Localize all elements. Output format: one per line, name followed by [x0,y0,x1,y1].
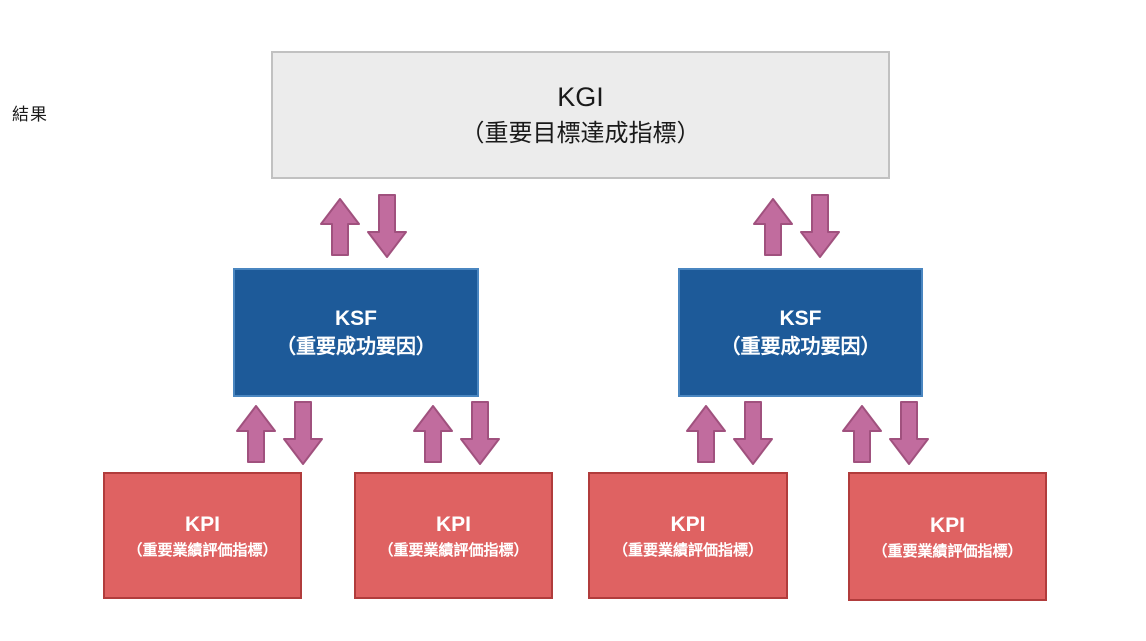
down-arrow-icon [889,401,929,465]
up-arrow-icon [413,405,453,463]
kpi-box: KPI （重要業績評価指標） [103,472,302,599]
ksf-title: KSF [335,306,377,330]
kpi-subtitle: （重要業績評価指標） [872,542,1023,560]
up-arrow-icon [753,198,793,256]
ksf-subtitle: （重要成功要因） [720,336,881,359]
kpi-box: KPI （重要業績評価指標） [848,472,1047,601]
ksf-subtitle: （重要成功要因） [276,336,436,359]
result-label: 結果 [12,105,48,124]
up-arrow-icon [686,405,726,463]
ksf-box: KSF （重要成功要因） [678,268,923,397]
ksf-title: KSF [779,306,822,330]
arrow-pair [842,401,932,467]
arrow-pair [320,194,410,260]
kpi-title: KPI [670,513,706,537]
up-arrow-icon [320,198,360,256]
kgi-subtitle: （重要目標達成指標） [460,120,701,148]
arrow-pair [753,194,843,260]
up-arrow-icon [236,405,276,463]
kpi-subtitle: （重要業績評価指標） [127,541,278,559]
kpi-box: KPI （重要業績評価指標） [354,472,553,599]
kpi-title: KPI [435,513,471,537]
kpi-title: KPI [929,514,965,538]
kgi-title: KGI [557,82,604,113]
down-arrow-icon [460,401,500,465]
kpi-subtitle: （重要業績評価指標） [612,541,763,559]
arrow-pair [686,401,776,467]
down-arrow-icon [283,401,323,465]
kgi-box: KGI （重要目標達成指標） [271,51,890,179]
arrow-pair [236,401,326,467]
down-arrow-icon [733,401,773,465]
down-arrow-icon [800,194,840,258]
kpi-title: KPI [184,513,220,537]
up-arrow-icon [842,405,882,463]
down-arrow-icon [367,194,407,258]
kpi-box: KPI （重要業績評価指標） [588,472,788,599]
ksf-box: KSF （重要成功要因） [233,268,479,397]
kpi-subtitle: （重要業績評価指標） [378,541,529,559]
arrow-pair [413,401,503,467]
